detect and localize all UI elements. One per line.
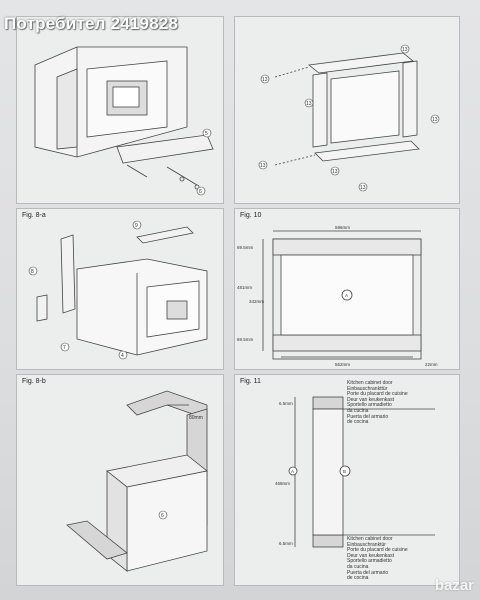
fig-11-title: Fig. 11 — [240, 378, 261, 385]
fig-8b-drawing: 80mm 6 — [66, 390, 208, 572]
callout-5: 5 — [205, 131, 208, 137]
caption-top-line: de cocina — [347, 419, 369, 426]
callout-13-d: 13 — [432, 117, 438, 123]
fig10-side: 22mm — [425, 362, 438, 367]
caption-top-line: Sportello armadietto — [347, 402, 392, 409]
fig-8b-title: Fig. 8-b — [22, 378, 46, 385]
caption-bottom-line: da cucina — [347, 563, 369, 570]
panel-fig-8a: Fig. 8-a 9 8 7 4 — [16, 208, 224, 370]
callout-13-g: 13 — [360, 185, 366, 191]
fig10-h1: 69.5mm — [237, 245, 254, 250]
callout-7: 7 — [63, 345, 66, 351]
caption-bottom-line: Sportello armadietto — [347, 558, 392, 565]
fig11-a: A — [291, 469, 294, 474]
fig11-top: 6.5mm — [279, 401, 293, 406]
fig-8a-drawing: 9 8 7 4 — [28, 220, 208, 360]
caption-top-line: da cucina — [347, 407, 369, 414]
fig10-h-total: 481mm — [237, 285, 252, 290]
callout-13-c: 13 — [306, 101, 312, 107]
callout-13-b: 13 — [262, 77, 268, 83]
callout-13-e: 13 — [260, 163, 266, 169]
caption-bottom-line: Einbauschranktür — [347, 541, 386, 548]
caption-bottom-line: Deur van keukenkast — [347, 552, 394, 559]
panel-fig-10: Fig. 10 596mm 69.5mm 481mm 342mm 69.5mm … — [234, 208, 460, 370]
fig-11-drawing: 6.5mm 468mm 6.5mm A B — [275, 396, 435, 548]
fig-8a-title: Fig. 8-a — [22, 212, 46, 219]
oven-install-drawing: 5 6 — [34, 46, 214, 196]
fig10-width-bottom: 552mm — [335, 362, 350, 367]
fig10-width-top: 596mm — [335, 225, 350, 230]
caption-top-line: Deur van keukenkast — [347, 396, 394, 403]
callout-13-f: 13 — [332, 169, 338, 175]
fig11-mid: 468mm — [275, 481, 290, 486]
fig11-bottom: 6.5mm — [279, 541, 293, 546]
caption-bottom-line: Puerta del armario — [347, 569, 389, 576]
fig10-center-label: A — [345, 293, 348, 298]
frame-exploded-drawing: 13 13 13 13 13 13 13 — [258, 44, 440, 192]
panel-oven-install: 5 6 — [16, 16, 224, 204]
fig-10-title: Fig. 10 — [240, 212, 262, 219]
caption-top-line: Puerta del armario — [347, 413, 389, 420]
callout-6: 6 — [199, 189, 202, 195]
callout-6-fig8b: 6 — [161, 513, 164, 519]
caption-top-line: Porte du placard de cuisine — [347, 391, 408, 398]
fig-10-drawing: 596mm 69.5mm 481mm 342mm 69.5mm 552mm 22… — [237, 225, 438, 367]
caption-top-line: Einbauschrankttür — [347, 385, 388, 392]
fig8b-80mm: 80mm — [189, 415, 203, 421]
panel-frame-exploded: 13 13 13 13 13 13 13 — [234, 16, 460, 204]
panel-fig-11: Fig. 11 6.5mm 468mm 6.5mm A B Kitchen c — [234, 374, 460, 586]
caption-bottom-line: de cocina — [347, 575, 369, 582]
fig10-h-inner: 342mm — [249, 299, 264, 304]
panel-fig-8b: Fig. 8-b 80mm 6 — [16, 374, 224, 586]
callout-8: 8 — [31, 269, 34, 275]
callout-13-a: 13 — [402, 47, 408, 53]
bazar-logo: bazar — [434, 577, 474, 594]
fig11-caption-bottom: Kitchen cabinet door Einbauschranktür Po… — [347, 536, 408, 582]
fig10-h2: 69.5mm — [237, 337, 254, 342]
caption-bottom-line: Kitchen cabinet door — [347, 536, 393, 542]
watermark-username: Потребител 2419828 — [4, 14, 179, 33]
callout-4: 4 — [121, 353, 124, 359]
caption-bottom-line: Porte du placard de cuisine — [347, 547, 408, 554]
callout-9: 9 — [135, 223, 138, 229]
fig11-b: B — [343, 469, 346, 474]
fig11-caption-top: Kitchen cabinet door Einbauschrankttür P… — [347, 380, 408, 426]
caption-top-line: Kitchen cabinet door — [347, 380, 393, 386]
